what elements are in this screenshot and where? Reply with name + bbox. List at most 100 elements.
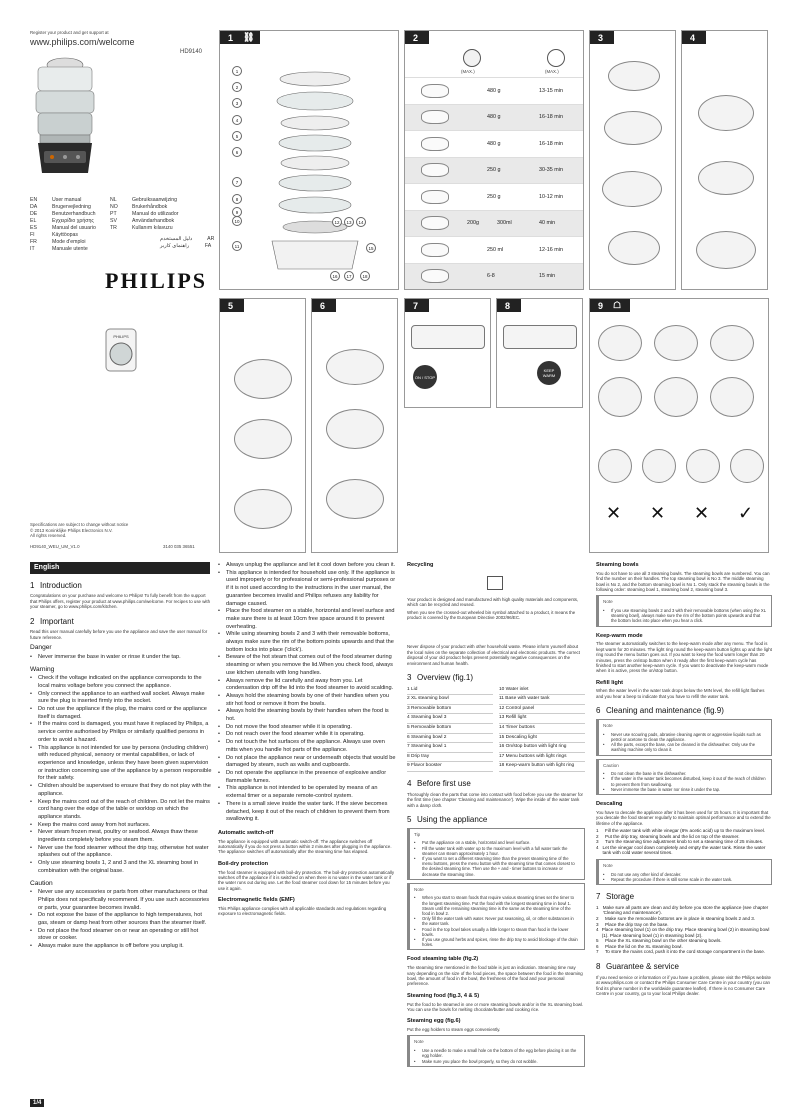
important-text: Read this user manual carefully before y… — [30, 629, 208, 640]
descale-step-illustration — [598, 377, 642, 417]
overview-item: 3 Removable bottom — [407, 705, 493, 715]
subheading: Automatic switch-off — [218, 829, 274, 836]
figure-panel-8: 8 KEEP WARM — [496, 298, 583, 408]
figure-panel-4: 4 — [681, 30, 768, 290]
paragraph: If you need service or information or if… — [596, 974, 771, 996]
cleaning-illustration — [730, 449, 764, 483]
list-item: Use a needle to make a small hole on the… — [414, 1048, 580, 1058]
steaming-bowl-illustration — [698, 95, 754, 131]
food-icon — [421, 110, 449, 125]
subheading: Food steaming table (fig.2) — [407, 956, 479, 963]
steaming-bowl-illustration — [608, 231, 660, 265]
cleaning-illustration — [686, 449, 720, 483]
cross-icon: ✕ — [650, 503, 666, 523]
callout: 18 — [360, 271, 370, 281]
step-number: 4 — [596, 844, 599, 850]
food-quantity: 250 g — [487, 167, 501, 174]
callout: 5 — [232, 131, 242, 141]
step-number: 1 — [596, 827, 599, 833]
step-number: 2 — [596, 915, 599, 921]
step-text: Let the vinegar cool down completely and… — [602, 844, 766, 856]
paragraph: You have to descale the appliance after … — [596, 809, 771, 826]
tip-box: Tip Put the appliance on a stable, horiz… — [407, 827, 585, 880]
warning-heading: Warning — [30, 665, 55, 673]
step-text: To store the mains cord, push it into th… — [605, 949, 766, 955]
food-quantity: 480 g — [487, 114, 501, 121]
list-item: Do not clean the base in the dishwasher. — [603, 771, 767, 776]
food-icon — [421, 216, 449, 231]
steamer-bowls-illustration — [234, 359, 292, 399]
paragraph: The appliance is equipped with automatic… — [218, 838, 392, 855]
language-header: English — [30, 562, 210, 574]
overview-item: 7 Steaming bowl 1 — [407, 743, 493, 753]
column-2: Always unplug the appliance and let it c… — [218, 562, 396, 919]
list-item: Do not use the appliance if the plug, th… — [30, 706, 212, 721]
steamer-product-image — [30, 55, 100, 183]
list-item: Always hold the steaming bowls by one of… — [218, 693, 396, 708]
overview-item: 16 On/stop button with light ring — [499, 743, 585, 753]
descale-step-illustration — [710, 325, 754, 361]
callout: 16 — [330, 271, 340, 281]
steaming-bowl-illustration — [604, 111, 662, 145]
steaming-time: 12-16 min — [539, 246, 563, 253]
cleaning-illustration — [598, 449, 632, 483]
paragraph: The steaming time mentioned in the food … — [407, 965, 583, 987]
warning-list: Check if the voltage indicated on the ap… — [30, 675, 212, 875]
list-item: Never use the food steamer without the d… — [30, 845, 212, 860]
list-item: Place the food steamer on a stable, hori… — [218, 608, 396, 631]
note-label: Note — [414, 1039, 424, 1045]
overview-item: 2 XL steaming bowl — [407, 695, 493, 705]
philips-logo: PHILIPS — [105, 268, 208, 293]
paragraph: Thoroughly clean the parts that come int… — [407, 791, 583, 808]
control-panel-illustration — [411, 325, 485, 349]
paragraph: The steamer automatically switches to th… — [596, 641, 772, 674]
food-icon — [421, 189, 449, 204]
spec-line: Specifications are subject to change wit… — [30, 522, 129, 527]
callout: 14 — [356, 217, 366, 227]
welcome-url[interactable]: www.philips.com/welcome — [30, 37, 135, 47]
note-label: Note — [603, 862, 613, 868]
list-item: Repeat the procedure if there is still s… — [603, 877, 767, 882]
subheading: Electromagnetic fields (EMF) — [218, 897, 295, 904]
doc-code-2: 3140 035 36551 — [163, 544, 195, 549]
weight-icon — [463, 49, 481, 67]
panel-number: 7 — [405, 299, 429, 312]
figure-panel-7: 7 ON / STOP — [404, 298, 491, 408]
subheading: Steaming bowls — [596, 562, 639, 568]
caution-list: Never use any accessories or parts from … — [30, 889, 212, 951]
model-number: HD9140 — [180, 49, 203, 55]
subheading: Keep-warm mode — [596, 632, 643, 639]
figure-panel-1: 1⛓ 1 2 3 4 5 6 7 8 9 10 11 12 13 14 15 1… — [219, 30, 399, 290]
note-label: Note — [603, 723, 613, 728]
list-item: If you use ground herbs and spices, rins… — [414, 937, 580, 947]
list-item: Never use scouring pads, abrasive cleani… — [603, 732, 767, 742]
list-item: Never steam frozen meat, poultry or seaf… — [30, 829, 212, 844]
callout: 7 — [232, 177, 242, 187]
panel-number: 2 — [405, 31, 429, 44]
steaming-time: 30-35 min — [539, 167, 563, 174]
caution-heading: Caution — [30, 879, 53, 887]
list-item: Children should be supervised to ensure … — [30, 783, 212, 798]
step-text: Place the lid on the XL steaming bowl. — [605, 943, 683, 949]
list-item: Always hold the steaming bowls by their … — [218, 708, 396, 723]
keep-warm-button-illustration: KEEP WARM — [537, 361, 561, 385]
list-item: Make sure you place the bowl properly, s… — [414, 1059, 580, 1064]
max-label: (MAX.) — [545, 69, 559, 74]
cross-icon: ✕ — [694, 503, 710, 523]
list-item: Never use any accessories or parts from … — [30, 889, 212, 912]
descale-step-illustration — [654, 377, 698, 417]
egg-holder-illustration — [326, 479, 384, 519]
